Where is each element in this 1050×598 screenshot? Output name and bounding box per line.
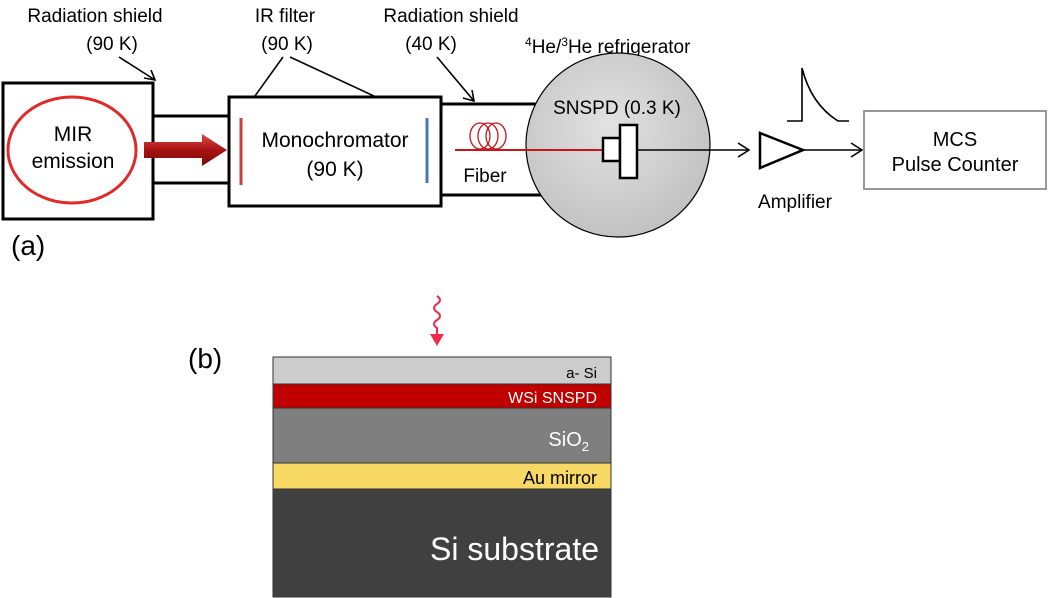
mcs-pulse-counter-box xyxy=(863,110,1047,190)
layer-wsi-label: WSi SNSPD xyxy=(508,390,597,407)
refrigerator-label: 4He/3He refrigerator xyxy=(525,35,691,58)
layer-sio2-label-sub: 2 xyxy=(582,439,589,454)
output-arrowhead-1 xyxy=(737,142,751,158)
refrigerator-label-he2: He refrigerator xyxy=(568,37,691,58)
radiation-shield-40k-label-line2: (40 K) xyxy=(405,34,457,55)
ir-filter-label-line1: IR filter xyxy=(255,6,316,27)
refrigerator-label-sup1: 4 xyxy=(525,35,532,49)
layer-au-label: Au mirror xyxy=(523,468,597,488)
emission-arrow xyxy=(144,134,227,166)
monochromator-label-line1: Monochromator xyxy=(261,129,408,152)
radiation-shield-90k-label-line1: Radiation shield xyxy=(27,6,162,27)
panel-b-label: (b) xyxy=(188,343,222,374)
incident-photon-icon xyxy=(430,295,444,346)
amplifier-icon xyxy=(758,131,807,170)
pulse-waveform-icon xyxy=(787,67,849,122)
monochromator-label-line2: (90 K) xyxy=(306,158,363,181)
layer-a-si-label: a- Si xyxy=(566,365,597,382)
mcs-label-line2: Pulse Counter xyxy=(892,154,1019,176)
amplifier-label: Amplifier xyxy=(758,192,833,213)
panel-a-label: (a) xyxy=(11,230,45,261)
snspd-detector xyxy=(601,123,639,180)
radiation-shield-40k xyxy=(441,102,543,197)
radiation-shield-40k-label-line1: Radiation shield xyxy=(383,6,518,27)
fiber-label: Fiber xyxy=(463,166,507,187)
radiation-shield-90k-label-line2: (90 K) xyxy=(86,34,138,55)
ir-filter-label-line2: (90 K) xyxy=(261,34,313,55)
mir-emission-label-line2: emission xyxy=(32,150,115,173)
panel-b: (b) a- Si WSi SNSPD SiO2 Au mirror Si su… xyxy=(188,295,612,598)
layer-a-si xyxy=(272,356,612,385)
fiber-coil xyxy=(469,122,507,150)
mir-emission-label-line1: MIR xyxy=(54,123,93,146)
refrigerator-label-sup2: 3 xyxy=(561,35,568,49)
mcs-label-line1: MCS xyxy=(933,129,977,151)
layer-sio2-label: SiO2 xyxy=(548,429,589,454)
layer-si-label: Si substrate xyxy=(430,531,599,567)
layer-au-mirror xyxy=(272,462,612,490)
refrigerator-label-he1: He/ xyxy=(532,37,562,58)
layer-wsi-snspd xyxy=(272,383,612,409)
layer-sio2 xyxy=(272,407,612,464)
panel-a: Radiation shield (90 K) IR filter (90 K)… xyxy=(1,6,1047,261)
mir-emission-ellipse xyxy=(6,95,138,205)
snspd-label: SNSPD (0.3 K) xyxy=(553,98,681,119)
monochromator-box xyxy=(227,95,443,208)
output-arrowhead-2 xyxy=(850,142,864,158)
layer-sio2-label-base: SiO xyxy=(548,429,581,451)
layer-si-substrate xyxy=(272,488,612,598)
